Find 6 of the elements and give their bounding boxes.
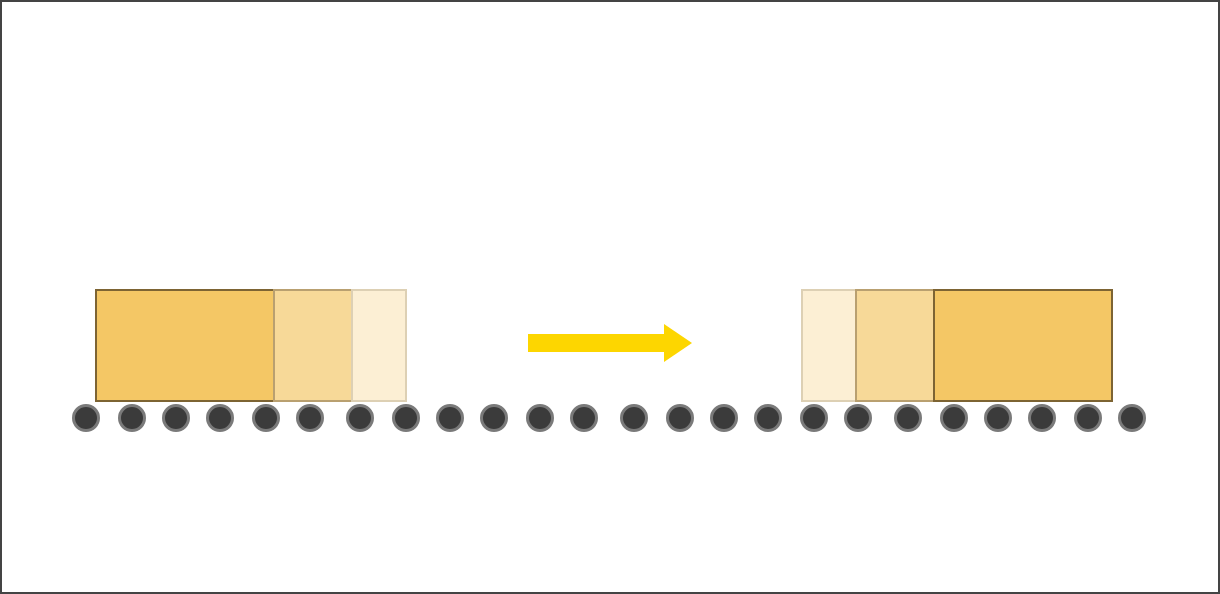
crate xyxy=(933,289,1113,402)
crate xyxy=(95,289,275,402)
crate xyxy=(801,289,857,402)
crate xyxy=(273,289,353,402)
crate xyxy=(351,289,407,402)
crate xyxy=(855,289,935,402)
